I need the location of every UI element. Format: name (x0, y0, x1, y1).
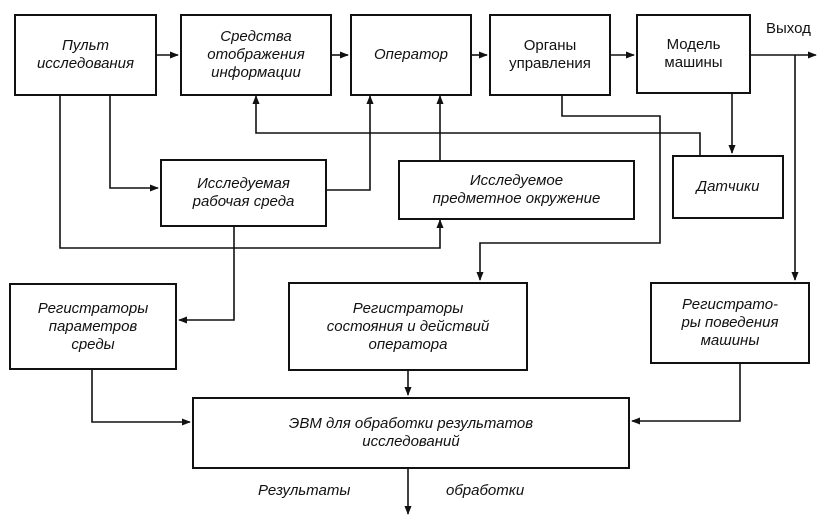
box-pult-label: Пульт исследования (36, 37, 135, 72)
box-datchiki-label: Датчики (696, 178, 760, 195)
label-results-left: Результаты (258, 482, 351, 499)
link-reg-sredy-evm (91, 370, 191, 426)
box-reg-operatora: Регистраторы состояния и действий операт… (288, 282, 528, 371)
link-organy-reg-operatora (476, 96, 661, 281)
box-sredstva: Средства отображения информации (180, 14, 332, 96)
link-reg-mashiny-evm (631, 364, 741, 425)
label-output: Выход (766, 20, 811, 37)
box-sredstva-label: Средства отображения информации (207, 28, 305, 81)
box-organy: Органы управления (489, 14, 611, 96)
box-sreda: Исследуемая рабочая среда (160, 159, 327, 227)
box-model-label: Модель машины (664, 36, 723, 71)
box-reg-mashiny-label: Регистрато- ры поведения машины (681, 296, 779, 349)
box-evm: ЭВМ для обработки результатов исследован… (192, 397, 630, 469)
link-datchiki-sredstva (252, 95, 701, 158)
box-reg-operatora-label: Регистраторы состояния и действий операт… (326, 299, 490, 353)
box-organy-label: Органы управления (509, 37, 591, 72)
box-okruzhenie-label: Исследуемое предметное окружение (432, 172, 601, 207)
box-sreda-label: Исследуемая рабочая среда (192, 175, 295, 210)
box-reg-sredy-label: Регистраторы параметров среды (37, 299, 149, 353)
box-evm-label: ЭВМ для обработки результатов исследован… (288, 415, 534, 450)
box-okruzhenie: Исследуемое предметное окружение (398, 160, 635, 220)
link-pult-okruzhenie (59, 96, 444, 249)
box-datchiki: Датчики (672, 155, 784, 219)
link-pult-sreda (109, 96, 159, 192)
box-operator-label: Оператор (374, 46, 448, 63)
link-sreda-operator (327, 95, 374, 191)
label-results-right: обработки (446, 482, 525, 499)
box-operator: Оператор (350, 14, 472, 96)
box-reg-sredy: Регистраторы параметров среды (9, 283, 177, 370)
link-sreda-reg-sredy (178, 227, 235, 324)
box-reg-mashiny: Регистрато- ры поведения машины (650, 282, 810, 364)
box-pult: Пульт исследования (14, 14, 157, 96)
box-model: Модель машины (636, 14, 751, 94)
